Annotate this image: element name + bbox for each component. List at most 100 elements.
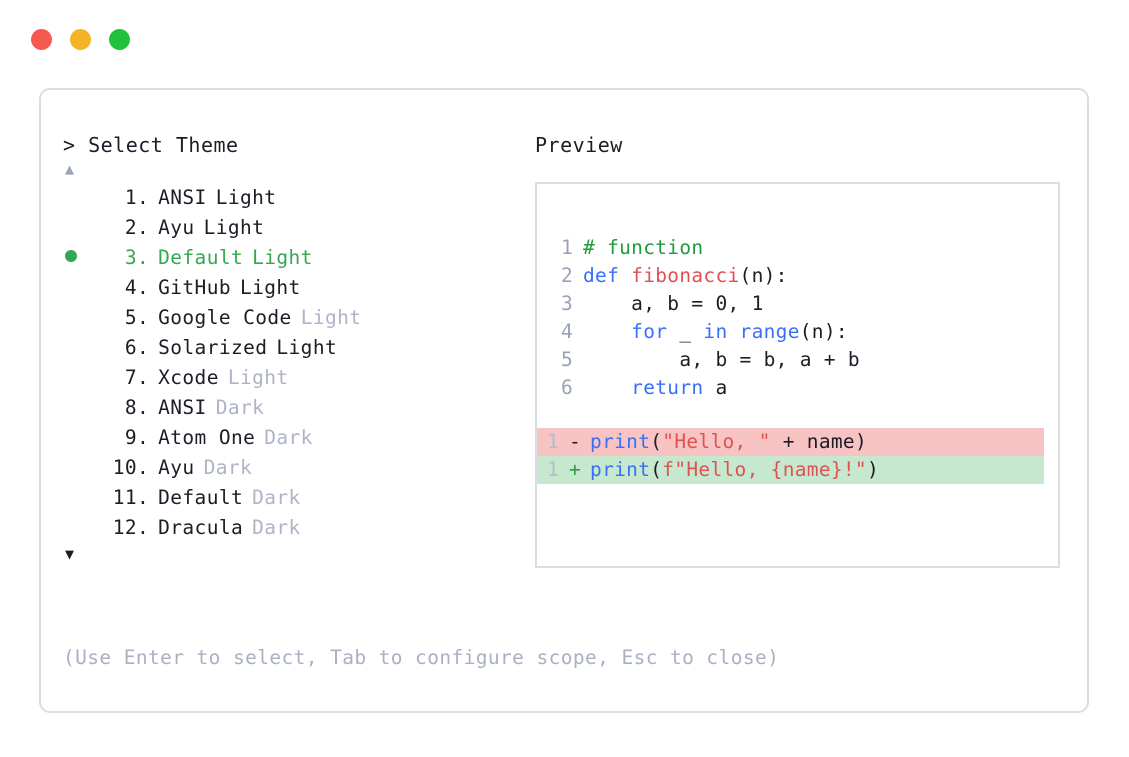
selection-bullet-slot [63, 243, 93, 273]
page-title: Select Theme [88, 133, 239, 157]
code-token-plain: (n): [799, 320, 848, 343]
code-line-text: return a [583, 374, 728, 402]
theme-item-variant: Light [203, 216, 265, 239]
scroll-up-icon[interactable]: ▲ [65, 160, 75, 178]
theme-item-number: 3 [124, 246, 137, 269]
window-titlebar [31, 29, 130, 50]
code-token-plain: ( [650, 458, 663, 481]
code-line-number: 6 [560, 376, 573, 399]
theme-item-name: GitHub [158, 276, 231, 299]
code-token-num: 0 [715, 292, 728, 315]
theme-item-number: 4 [124, 276, 137, 299]
theme-item-name: Solarized [158, 336, 268, 359]
selected-bullet-icon [65, 250, 77, 262]
code-token-str: f"Hello, {name}!" [662, 458, 867, 481]
keyboard-hint: (Use Enter to select, Tab to configure s… [63, 646, 780, 669]
code-line-text: for _ in range(n): [583, 318, 848, 346]
theme-item-variant: Dark [252, 516, 301, 539]
scroll-down-icon[interactable]: ▼ [65, 545, 75, 563]
code-token-plain: _ [667, 320, 704, 343]
theme-item-name: Default [158, 486, 244, 509]
theme-item-dot: . [137, 456, 150, 479]
theme-item-number: 2 [124, 216, 137, 239]
theme-item-number: 11 [112, 486, 137, 509]
code-line: 1 # function [537, 234, 1058, 262]
theme-item-number: 6 [124, 336, 137, 359]
close-button[interactable] [31, 29, 52, 50]
preview-title: Preview [535, 133, 623, 157]
code-line-number: 4 [560, 320, 573, 343]
theme-item-number: 10 [112, 456, 137, 479]
code-token-comment: # function [583, 236, 704, 259]
theme-item-number: 9 [124, 426, 137, 449]
diff-line-text: print("Hello, " + name) [590, 428, 867, 456]
theme-item-name: Default [158, 246, 244, 269]
theme-item-number: 5 [124, 306, 137, 329]
code-line: 5 a, b = b, a + b [537, 346, 1058, 374]
code-token-plain [583, 376, 631, 399]
theme-item-number: 7 [124, 366, 137, 389]
theme-item-name: Google Code [158, 306, 292, 329]
theme-item-variant: Light [239, 276, 301, 299]
theme-item-dot: . [137, 396, 150, 419]
theme-item-name: Xcode [158, 366, 219, 389]
code-token-kw: def [583, 264, 632, 287]
code-token-kw: return [631, 376, 704, 399]
code-line-number: 2 [560, 264, 573, 287]
theme-item-number: 12 [112, 516, 137, 539]
theme-item-dot: . [137, 216, 150, 239]
code-token-plain: ( [650, 430, 663, 453]
code-line-text: a, b = b, a + b [583, 346, 860, 374]
code-token-plain: (n): [739, 264, 788, 287]
code-token-builtin: print [590, 458, 651, 481]
code-token-plain: , [727, 292, 752, 315]
theme-item-dot: . [137, 516, 150, 539]
code-line-number: 5 [560, 348, 573, 371]
code-token-plain: + name) [770, 430, 867, 453]
maximize-button[interactable] [109, 29, 130, 50]
theme-item-dot: . [137, 246, 150, 269]
theme-item-number: 1 [124, 186, 137, 209]
diff-line-addition: 1+print(f"Hello, {name}!") [537, 456, 1044, 484]
diff-sample: 1-print("Hello, " + name)1+print(f"Hello… [537, 428, 1058, 484]
theme-item-name: Atom One [158, 426, 256, 449]
minimize-button[interactable] [70, 29, 91, 50]
code-line-number: 1 [560, 236, 573, 259]
code-token-builtin: print [590, 430, 651, 453]
theme-item-dot: . [137, 276, 150, 299]
theme-item-dot: . [137, 186, 150, 209]
theme-item-variant: Dark [203, 456, 253, 479]
code-line: 2 def fibonacci(n): [537, 262, 1058, 290]
theme-item-dot: . [137, 336, 150, 359]
diff-line-deletion: 1-print("Hello, " + name) [537, 428, 1044, 456]
theme-list-item[interactable]: 4. GitHub Light [63, 273, 533, 303]
code-line-text: a, b = 0, 1 [583, 290, 764, 318]
diff-line-text: print(f"Hello, {name}!") [590, 456, 879, 484]
code-spacer [537, 402, 1058, 428]
theme-item-variant: Dark [252, 486, 301, 509]
code-line-text: def fibonacci(n): [583, 262, 788, 290]
diff-sign: - [569, 430, 582, 453]
code-token-plain [583, 320, 631, 343]
code-token-plain: ) [866, 458, 880, 481]
diff-sign: + [569, 458, 582, 481]
theme-item-variant: Dark [264, 426, 313, 449]
theme-item-dot: . [137, 366, 150, 389]
code-line-text: # function [583, 234, 703, 262]
